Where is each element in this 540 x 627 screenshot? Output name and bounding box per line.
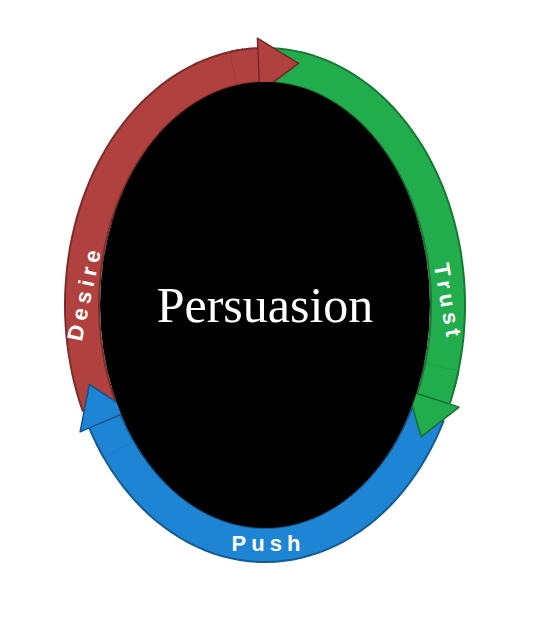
- center-ellipse: Persuasion: [100, 82, 430, 528]
- band-label: Trust: [430, 262, 465, 344]
- arrow-shaft-edge: [105, 421, 119, 449]
- center-title: Persuasion: [157, 276, 374, 334]
- band-label: Desire: [64, 242, 106, 342]
- arrow-shaft-edge: [233, 65, 258, 69]
- ring-band-label: Push: [225, 531, 308, 557]
- ellipse-fill: [100, 82, 430, 528]
- arrow-head: [408, 391, 459, 437]
- arrow-shaft-edge: [434, 367, 442, 399]
- arrow-shaft: [105, 421, 119, 449]
- arrow-shaft: [233, 65, 258, 69]
- ring-band-label: Trust: [427, 254, 468, 345]
- band-label: Push: [232, 533, 306, 555]
- arrow-shaft: [434, 367, 442, 399]
